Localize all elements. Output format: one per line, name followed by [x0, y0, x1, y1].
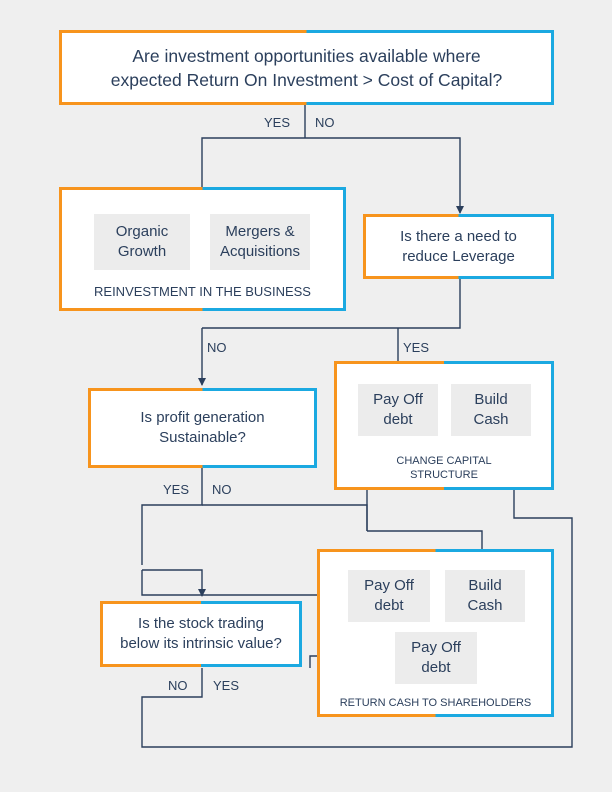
roi-yes-label: YES — [264, 115, 291, 130]
connector-leverage-out — [202, 279, 461, 329]
stock-question-text: Is the stock trading below its intrinsic… — [120, 615, 282, 652]
return-cash-caption: RETURN CASH TO SHAREHOLDERS — [339, 697, 532, 709]
mergers-acquisitions-box: Mergers & Acquisitions — [210, 214, 310, 270]
capital-structure-caption: CHANGE CAPITAL STRUCTURE — [396, 455, 492, 481]
profit-question-text: Is profit generation Sustainable? — [140, 409, 265, 446]
arrow-stock-no-loop — [141, 435, 573, 748]
arrow-roi-no — [305, 137, 464, 214]
reinvestment-group: Organic Growth Mergers & Acquisitions RE… — [59, 187, 346, 311]
connector-profit-out — [141, 468, 203, 565]
leverage-question-text: Is there a need to reduce Leverage — [400, 227, 517, 265]
capital-structure-group: Pay Off debt Build Cash CHANGE CAPITAL S… — [334, 361, 554, 490]
return-build-cash-box: Build Cash — [445, 570, 525, 622]
stock-yes-label: YES — [213, 678, 240, 693]
roi-no-label: NO — [315, 115, 335, 130]
profit-yes-label: YES — [163, 482, 190, 497]
stock-no-label: NO — [168, 678, 188, 693]
roi-question-box: Are investment opportunities available w… — [59, 30, 554, 105]
leverage-yes-label: YES — [403, 340, 430, 355]
connector-roi-yes — [201, 137, 305, 207]
return-cash-group: Pay Off debt Build Cash Pay Off debt RET… — [317, 549, 554, 717]
profit-no-label: NO — [212, 482, 232, 497]
capital-payoff-debt-box: Pay Off debt — [358, 384, 438, 436]
capital-build-cash-box: Build Cash — [451, 384, 531, 436]
return-payoff-debt-box: Pay Off debt — [348, 570, 430, 622]
reinvestment-caption: REINVESTMENT IN THE BUSINESS — [94, 284, 311, 299]
organic-growth-box: Organic Growth — [94, 214, 190, 270]
profit-question-box: Is profit generation Sustainable? — [88, 388, 317, 468]
return-payoff-debt-box-2: Pay Off debt — [395, 632, 477, 684]
stock-question-box: Is the stock trading below its intrinsic… — [100, 601, 302, 667]
arrow-profit-yes — [142, 569, 206, 597]
roi-question-text: Are investment opportunities available w… — [110, 45, 503, 90]
leverage-no-label: NO — [207, 340, 227, 355]
connector-profit-no — [202, 504, 368, 531]
arrow-profit-to-payoff — [141, 570, 338, 599]
leverage-question-box: Is there a need to reduce Leverage — [363, 214, 554, 279]
